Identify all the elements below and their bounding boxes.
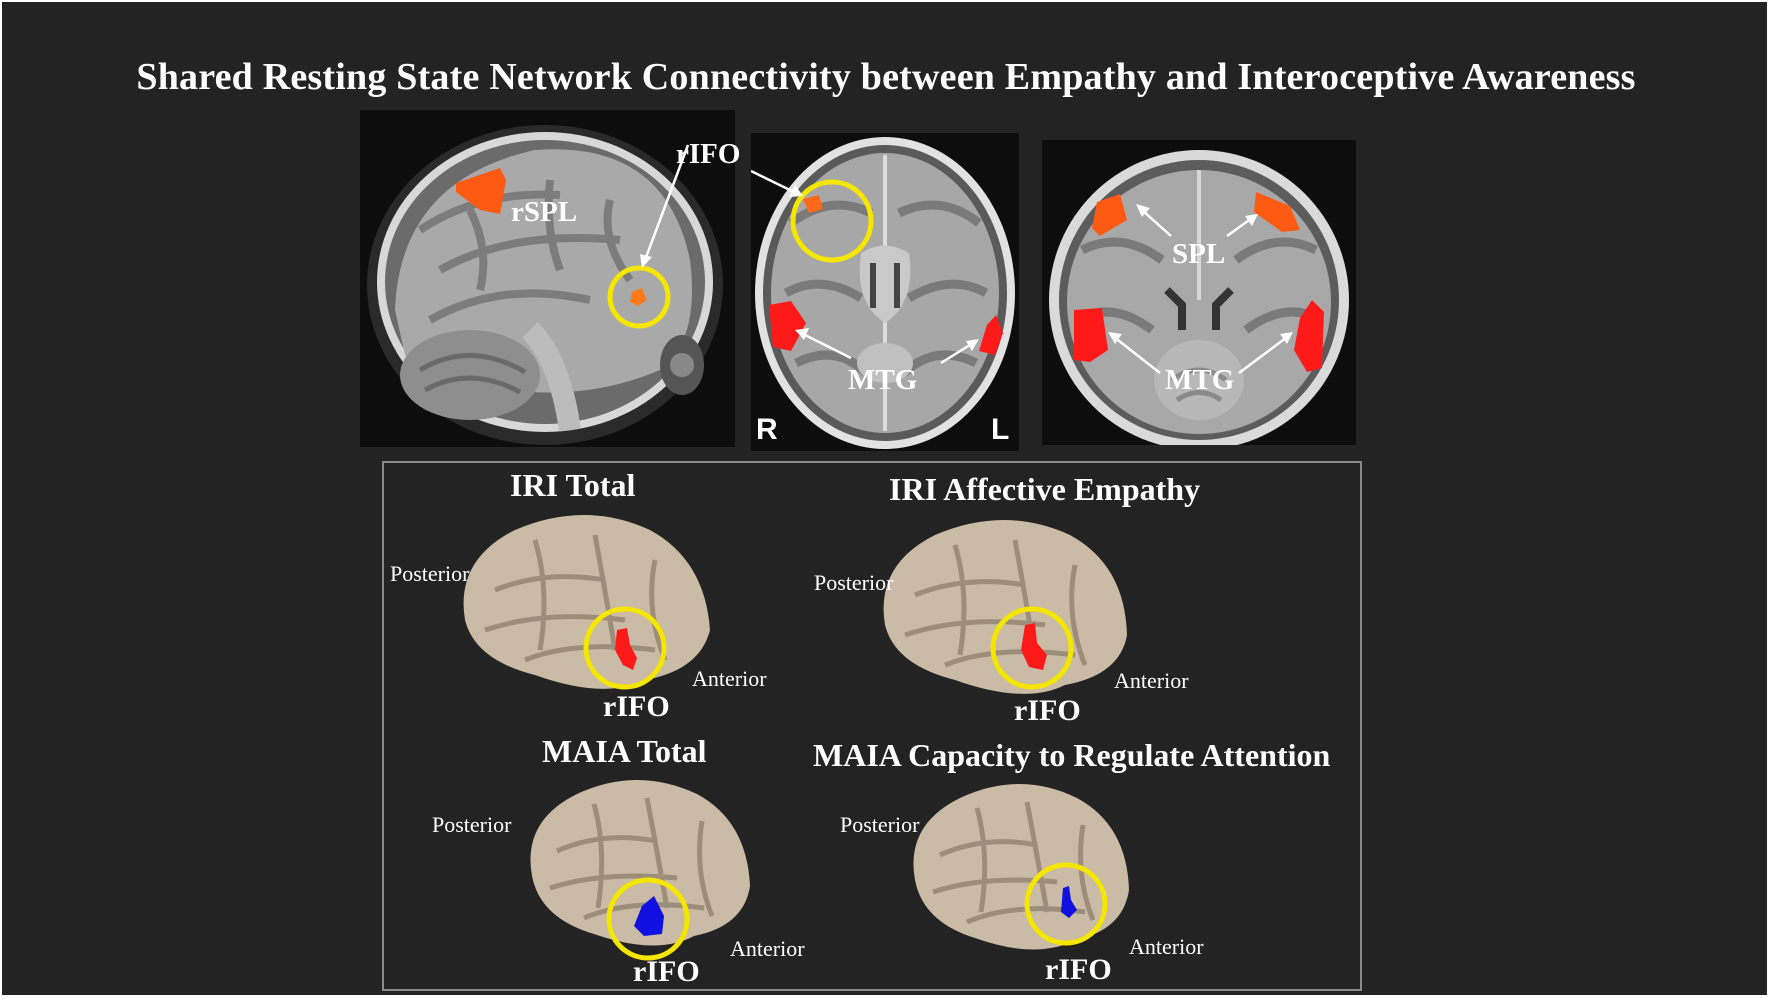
- cluster-maia-total: [634, 896, 664, 936]
- roi-circle-maia-total: [606, 877, 690, 961]
- label-rspl: rSPL: [511, 196, 578, 228]
- roi-circle-iri-affective: [990, 606, 1074, 690]
- label-rifo-iri-total: rIFO: [603, 690, 670, 723]
- label-mtg-axial: MTG: [848, 364, 918, 396]
- rifo-activation-axial: [803, 195, 823, 213]
- roi-circle-maia-regulate: [1024, 862, 1108, 946]
- rifo-activation-sagittal: [630, 288, 647, 306]
- label-posterior-maia-regulate: Posterior: [840, 812, 920, 837]
- figure-title: Shared Resting State Network Connectivit…: [136, 56, 1636, 98]
- surface-brain-iri-total: [455, 500, 720, 710]
- label-rifo-maia-total: rIFO: [633, 955, 700, 988]
- cluster-iri-total: [615, 628, 637, 670]
- surface-brain-iri-affective: [875, 505, 1137, 715]
- roi-circle-iri-total: [583, 606, 667, 690]
- axial-brain-view: [751, 133, 1019, 451]
- panel-title-maia-regulate: MAIA Capacity to Regulate Attention: [813, 737, 1331, 773]
- cluster-iri-affective: [1021, 623, 1047, 670]
- label-anterior-iri-affective: Anterior: [1114, 668, 1189, 693]
- label-mtg-coronal: MTG: [1165, 364, 1235, 396]
- label-rifo-sagittal: rIFO: [676, 138, 741, 170]
- rifo-highlight-circle: [607, 265, 671, 329]
- label-right-hemisphere: R: [756, 413, 778, 446]
- right-mtg-activation-axial: [769, 301, 806, 351]
- left-mtg-activation-coronal: [1294, 300, 1324, 372]
- left-spl-activation: [1254, 192, 1300, 232]
- panel-title-iri-affective: IRI Affective Empathy: [889, 471, 1201, 507]
- panel-title-iri-total: IRI Total: [510, 467, 636, 503]
- label-anterior-maia-total: Anterior: [730, 936, 805, 961]
- right-mtg-activation-coronal: [1074, 308, 1108, 362]
- label-rifo-maia-regulate: rIFO: [1045, 953, 1112, 986]
- label-posterior-maia-total: Posterior: [432, 812, 512, 837]
- label-spl: SPL: [1172, 238, 1226, 270]
- label-rifo-iri-affective: rIFO: [1014, 694, 1081, 727]
- left-mtg-activation-axial: [979, 315, 1003, 355]
- label-posterior-iri-total: Posterior: [390, 561, 470, 586]
- right-spl-activation: [1092, 194, 1127, 236]
- surface-brain-maia-total: [522, 766, 757, 966]
- rifo-highlight-circle-axial: [790, 179, 874, 263]
- rspl-activation: [456, 168, 506, 214]
- sagittal-brain-view: [360, 110, 735, 447]
- cluster-maia-regulate: [1061, 886, 1077, 918]
- surface-brain-maia-regulate: [905, 770, 1135, 968]
- panel-title-maia-total: MAIA Total: [542, 733, 707, 769]
- surface-results-box: [382, 461, 1362, 991]
- label-left-hemisphere: L: [991, 413, 1010, 446]
- label-anterior-maia-regulate: Anterior: [1129, 934, 1204, 959]
- coronal-brain-view: [1042, 140, 1356, 445]
- label-anterior-iri-total: Anterior: [692, 666, 767, 691]
- label-posterior-iri-affective: Posterior: [814, 570, 894, 595]
